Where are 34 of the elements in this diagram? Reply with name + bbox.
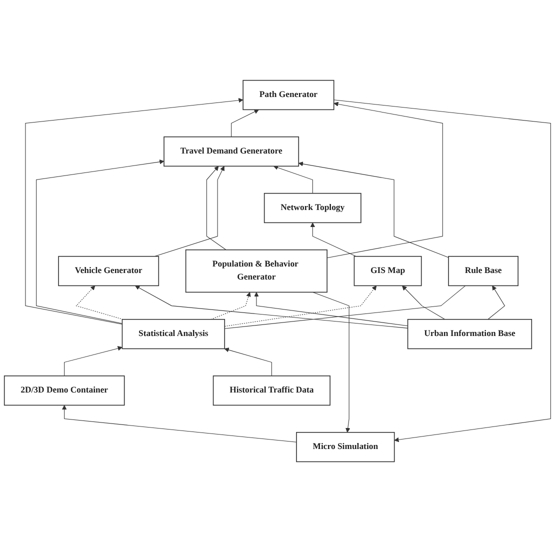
node-box: Network Toplogy [264, 192, 362, 224]
arrow [254, 292, 408, 326]
arrow [334, 100, 551, 442]
arrow [273, 165, 313, 194]
node-box: Vehicle Generator [58, 256, 160, 286]
arrow [231, 109, 259, 138]
arrow [312, 292, 350, 433]
node-box: 2D/3D Demo Container [4, 375, 125, 406]
node-box: GIS Map [354, 256, 422, 286]
node-box: Population & Behavior Generator [185, 249, 328, 293]
arrow [224, 348, 272, 376]
arrow [154, 166, 224, 257]
node-box: Urban Information Base [407, 318, 532, 350]
arrow [488, 285, 506, 320]
arrow [76, 285, 124, 320]
arrow [326, 102, 443, 258]
arrow [64, 346, 122, 376]
arrow [210, 292, 251, 320]
arrow [134, 285, 408, 328]
arrow [62, 404, 297, 442]
arrow [310, 222, 356, 257]
arrow [25, 98, 244, 325]
node-box: Historical Traffic Data [212, 375, 330, 406]
arrow [36, 160, 164, 324]
node-box: Micro Simulation [296, 432, 395, 462]
node-box: Path Generator [242, 80, 334, 110]
node-box: Travel Demand Generatore [164, 136, 300, 167]
arrow [298, 162, 449, 258]
arrow [402, 285, 446, 320]
node-box: Rule Base [448, 256, 518, 286]
node-box: Statistical Analysis [122, 318, 226, 350]
arrow [224, 285, 377, 327]
connector [224, 285, 466, 329]
arrow [206, 166, 226, 250]
